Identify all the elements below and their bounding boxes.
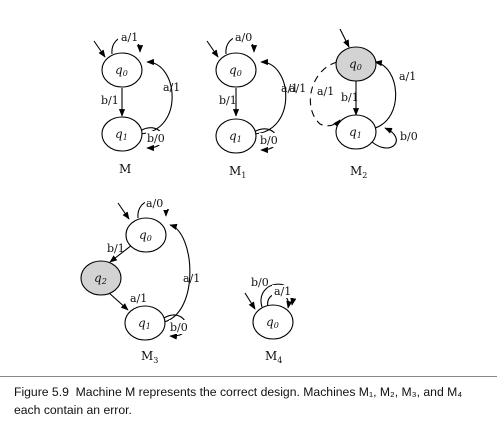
m4-state-q0: [252, 304, 294, 340]
m3-name: M3: [141, 349, 158, 365]
m1-q1-selfloop-label: b/0: [259, 133, 281, 147]
machine-m4: a/1 b/0 q0 M4: [244, 276, 297, 365]
m3-initial-arrow: [117, 202, 130, 220]
m2-edge-q1-q0-label: a/1: [399, 70, 416, 83]
m-initial-arrow: [93, 40, 106, 58]
m-edge-q1-q0: [140, 58, 173, 135]
m2-initial-arrow: [339, 28, 350, 48]
m4-selfloop-a-label: a/1: [274, 285, 291, 298]
m2-dashed-loop-label-inner: a/1: [317, 85, 334, 98]
svg-text:a/0: a/0: [235, 31, 252, 44]
m-state-q0: [101, 52, 143, 88]
m1-edge-q1-q0-label: a/1: [281, 82, 298, 95]
m1-q0-selfloop-label: a/0: [233, 31, 255, 44]
m3-edge-q2-q1: [107, 291, 129, 311]
m3-edge-q1-q0: [163, 223, 191, 323]
m3-state-q0: [125, 217, 167, 253]
m2-dashed-loop-label-outer: a/1: [289, 82, 306, 95]
m1-state-q0: [215, 52, 257, 88]
m-q0-selfloop-label: a/1: [118, 31, 140, 44]
svg-text:b/0: b/0: [260, 134, 278, 147]
m2-q1-selfloop-label: b/0: [400, 130, 418, 143]
machine-m: a/1 b/1 a/1 b/0 q0 q1 M: [93, 31, 180, 176]
machine-m2: a/1 a/1 b/1 a/1 b/0 q0 q1 M2: [289, 28, 418, 180]
m-edge-q0-q1-label: b/1: [101, 94, 119, 107]
m2-name-sub: 2: [362, 171, 367, 180]
machine-m3: a/0 b/1 a/1 a/1 b/0 q0 q2 q1 M3: [80, 197, 200, 365]
m3-edge-q0-q2-label: b/1: [107, 242, 125, 255]
machine-m1: a/0 b/1 a/1 b/0 q0 q1 M1: [206, 31, 298, 180]
caption-rule: [0, 376, 497, 377]
m1-state-q1: [215, 118, 257, 154]
m-state-q1: [101, 116, 143, 152]
m3-state-q2-error: [80, 260, 122, 296]
m3-edge-q0-q2: [109, 244, 133, 263]
m1-name: M1: [229, 164, 246, 180]
m-name: M: [119, 162, 131, 176]
m4-selfloop-b-label: b/0: [251, 276, 269, 289]
m4-name: M4: [265, 349, 282, 365]
m3-edge-q1-q0-label: a/1: [183, 272, 200, 285]
m1-edge-q0-q1-label: b/1: [219, 94, 237, 107]
m3-q1-selfloop-label: b/0: [169, 320, 191, 334]
svg-text:b/0: b/0: [147, 132, 165, 145]
m2-edge-q1-q0: [374, 60, 397, 129]
m2-state-q1: [335, 114, 377, 150]
m2-q1-selfloop: [371, 127, 397, 149]
m2-state-q0-error: [335, 46, 377, 82]
svg-text:a/1: a/1: [121, 31, 138, 44]
m2-q0-dashed-loop: [309, 61, 341, 128]
svg-text:b/0: b/0: [170, 321, 188, 334]
m4-q0-selfloop-labels: a/1 b/0: [251, 276, 294, 298]
m-edge-q1-q0-label: a/1: [163, 81, 180, 94]
m2-edge-q0-q1-label: b/1: [341, 91, 359, 104]
m3-edge-q2-q1-label: a/1: [130, 292, 147, 305]
m4-name-sub: 4: [277, 356, 282, 365]
m1-edge-q1-q0: [254, 58, 287, 135]
figure-label: Figure 5.9: [14, 385, 69, 399]
m-q1-selfloop-label: b/0: [146, 131, 168, 145]
m4-initial-arrow: [244, 292, 256, 310]
m1-name-sub: 1: [241, 171, 246, 180]
figure-caption: Figure 5.9 Machine M represents the corr…: [14, 383, 488, 419]
m2-name: M2: [350, 164, 367, 180]
m3-name-sub: 3: [153, 356, 158, 365]
svg-text:a/0: a/0: [146, 197, 163, 210]
figure-caption-text: Machine M represents the correct design.…: [14, 385, 463, 417]
m3-state-q1: [124, 305, 166, 341]
m3-q0-selfloop-label: a/0: [145, 197, 167, 210]
m1-initial-arrow: [206, 40, 219, 58]
